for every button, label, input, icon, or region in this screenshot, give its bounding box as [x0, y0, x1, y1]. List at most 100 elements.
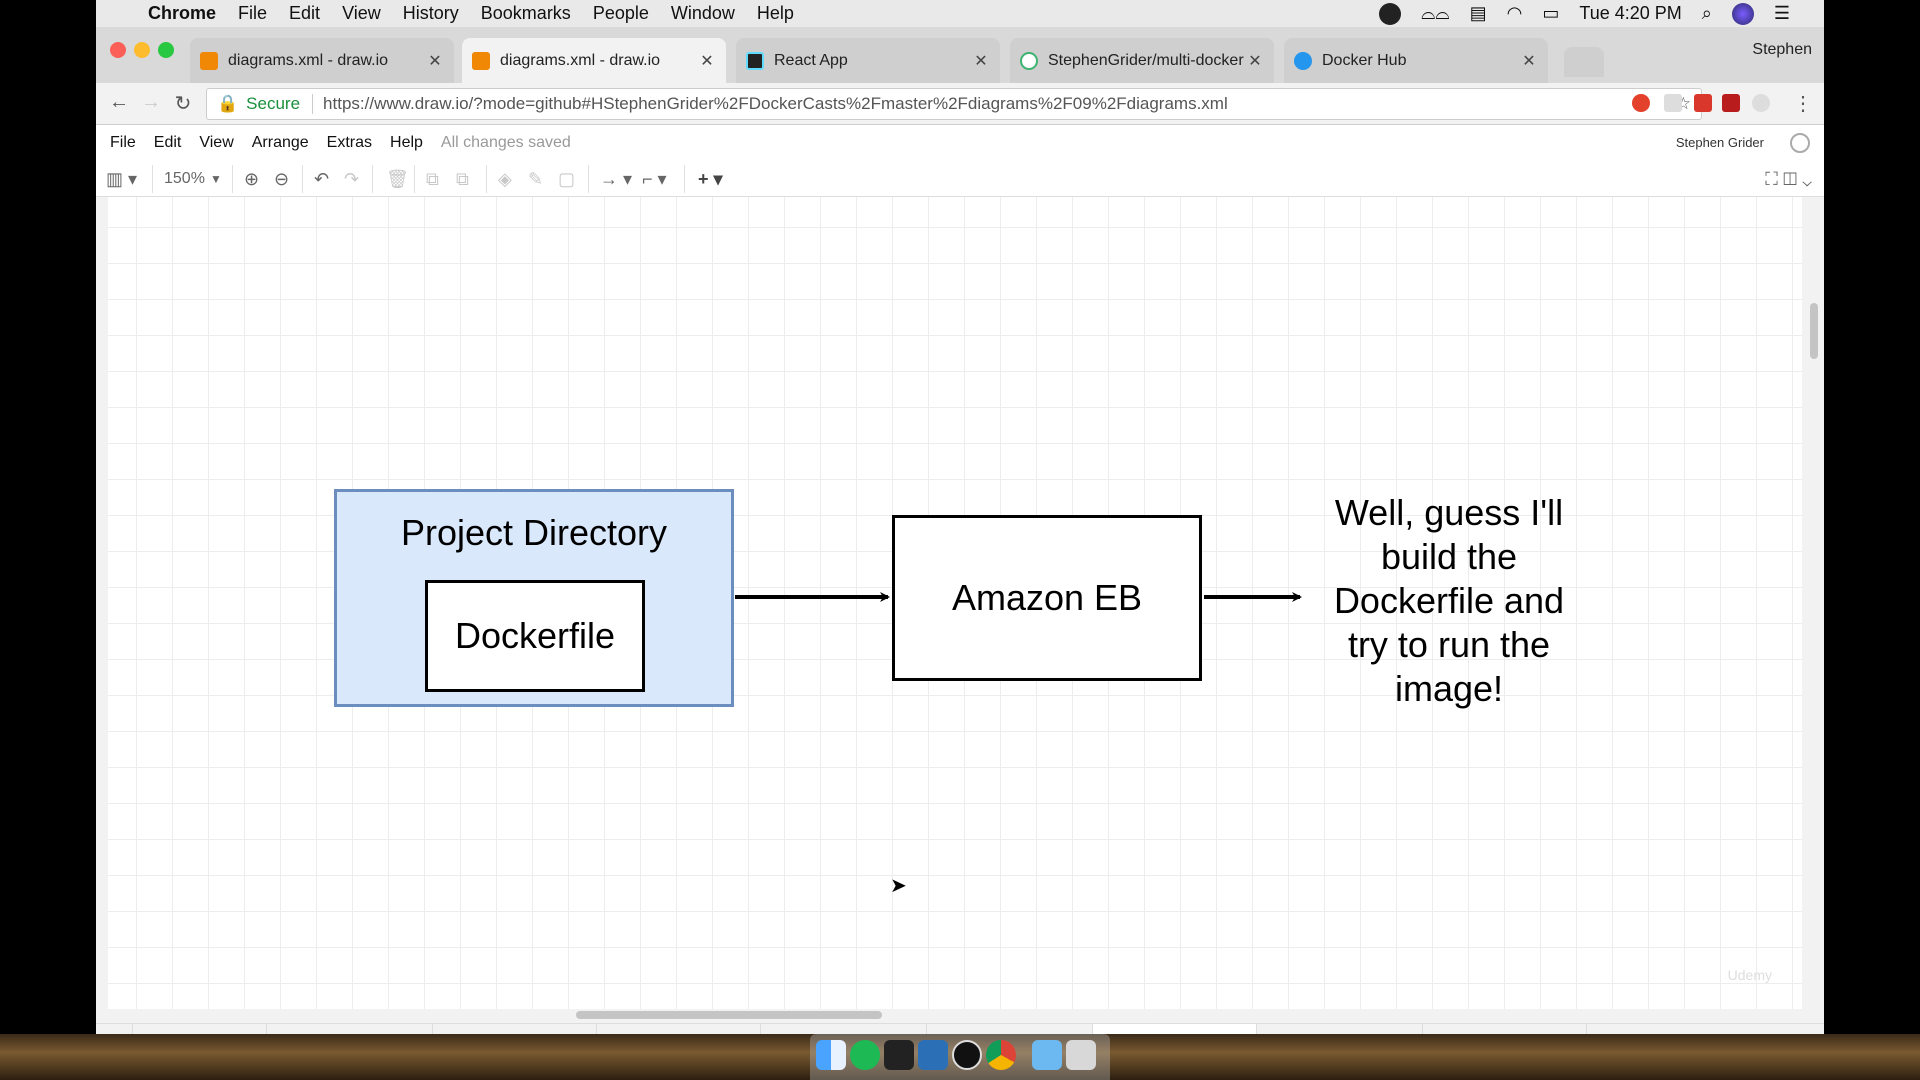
- undo-icon[interactable]: ↶: [314, 169, 330, 189]
- secure-label: Secure: [246, 94, 301, 113]
- close-tab-icon[interactable]: ✕: [1248, 52, 1262, 70]
- vscode-icon[interactable]: [918, 1040, 948, 1070]
- terminal-icon[interactable]: [884, 1040, 914, 1070]
- drawio-menu-view[interactable]: View: [199, 134, 234, 151]
- note-text[interactable]: Well, guess I'll build the Dockerfile an…: [1333, 492, 1565, 709]
- fill-color-icon[interactable]: ◈: [498, 169, 512, 189]
- menu-help[interactable]: Help: [756, 3, 794, 23]
- browser-tab[interactable]: Docker Hub ✕: [1284, 38, 1548, 83]
- battery-icon[interactable]: ▭: [1542, 3, 1560, 23]
- drawio-menu-extras[interactable]: Extras: [326, 134, 373, 151]
- glasses-icon[interactable]: ⌓⌓: [1421, 3, 1450, 23]
- to-front-icon[interactable]: ⧉: [426, 169, 439, 189]
- chrome-dock-icon[interactable]: [986, 1040, 1016, 1070]
- trash-icon[interactable]: [1066, 1040, 1096, 1070]
- close-tab-icon[interactable]: ✕: [1522, 52, 1536, 70]
- close-tab-icon[interactable]: ✕: [428, 52, 442, 70]
- menu-edit[interactable]: Edit: [289, 3, 321, 23]
- drawio-toolbar: ▥ ▾ 150% ▼ ⊕ ⊖ ↶ ↷ 🗑 ⧉ ⧉ ◈ ✎ ▢ → ▾ ⌐ ▾ +…: [96, 161, 1824, 197]
- insert-plus-icon[interactable]: + ▾: [698, 169, 723, 189]
- format-panel-toggle-icon[interactable]: ▥ ▾: [106, 169, 138, 189]
- horizontal-scrollbar[interactable]: [108, 1011, 1802, 1021]
- scrollbar-thumb[interactable]: [1810, 303, 1818, 359]
- sync-extension-icon[interactable]: [1752, 94, 1770, 112]
- reload-icon[interactable]: ↻: [174, 93, 192, 115]
- menu-history[interactable]: History: [402, 3, 459, 23]
- browser-tab[interactable]: React App ✕: [736, 38, 1000, 83]
- status-app-icon[interactable]: [1379, 2, 1402, 25]
- line-color-icon[interactable]: ✎: [528, 169, 544, 189]
- menu-app-name[interactable]: Chrome: [148, 3, 217, 23]
- waypoints-icon[interactable]: ⌐ ▾: [642, 169, 667, 189]
- project-directory-container[interactable]: Project Directory Dockerfile: [334, 489, 734, 707]
- chrome-menu-icon[interactable]: ⋮: [1793, 93, 1813, 115]
- drawio-icon: [200, 51, 218, 70]
- url-input[interactable]: 🔒 Secure https://www.draw.io/?mode=githu…: [206, 88, 1702, 120]
- divider: [684, 165, 685, 193]
- macos-menubar: Chrome File Edit View History Bookmarks …: [96, 0, 1824, 27]
- forward-arrow-icon[interactable]: →: [141, 91, 161, 113]
- menu-window[interactable]: Window: [670, 3, 735, 23]
- dockerfile-box[interactable]: Dockerfile: [425, 580, 645, 692]
- github-icon: [1020, 51, 1038, 70]
- finder-icon[interactable]: [816, 1040, 846, 1070]
- chrome-window: diagrams.xml - draw.io ✕ diagrams.xml - …: [96, 27, 1824, 1060]
- spotlight-search-icon[interactable]: ⌕: [1701, 3, 1712, 23]
- zoom-select[interactable]: 150%: [164, 170, 205, 187]
- notification-center-icon[interactable]: ☰: [1773, 3, 1790, 23]
- browser-tab-active[interactable]: diagrams.xml - draw.io ✕: [462, 38, 726, 83]
- close-tab-icon[interactable]: ✕: [700, 52, 714, 70]
- drawio-menu-edit[interactable]: Edit: [153, 134, 182, 151]
- spotify-icon[interactable]: [850, 1040, 880, 1070]
- back-arrow-icon[interactable]: ←: [109, 91, 129, 113]
- drawio-user-menu[interactable]: Stephen Grider: [1675, 135, 1764, 150]
- chevron-down-icon[interactable]: ▼: [210, 172, 222, 186]
- close-tab-icon[interactable]: ✕: [974, 52, 988, 70]
- connection-arrow-icon[interactable]: → ▾: [600, 169, 633, 189]
- scrollbar-thumb[interactable]: [576, 1011, 882, 1019]
- dockerfile-label: Dockerfile: [454, 615, 616, 656]
- browser-tab[interactable]: StephenGrider/multi-docker - ✕: [1010, 38, 1274, 83]
- drawio-menu-arrange[interactable]: Arrange: [251, 134, 309, 151]
- siri-icon[interactable]: [1731, 2, 1754, 25]
- delete-icon[interactable]: 🗑: [386, 169, 409, 189]
- wifi-icon[interactable]: ◠: [1506, 3, 1523, 23]
- obs-icon[interactable]: [952, 1040, 982, 1070]
- docker-status-icon[interactable]: ▤: [1469, 3, 1487, 23]
- shield-extension-icon[interactable]: [1722, 94, 1740, 112]
- shadow-icon[interactable]: ▢: [558, 169, 576, 189]
- css-extension-icon[interactable]: [1664, 94, 1682, 112]
- amazon-eb-box[interactable]: Amazon EB: [892, 515, 1202, 681]
- fullscreen-collapse-icons[interactable]: ⛶ ◫ ⌄: [1765, 169, 1812, 189]
- diagram-canvas[interactable]: Project Directory Dockerfile Amazon EB W…: [108, 197, 1802, 1009]
- downloads-folder-icon[interactable]: [1032, 1040, 1062, 1070]
- divider: [152, 165, 153, 193]
- diagram-connectors: [735, 592, 1302, 602]
- menu-view[interactable]: View: [342, 3, 381, 23]
- zoom-out-icon[interactable]: ⊖: [274, 169, 290, 189]
- profile-name[interactable]: Stephen: [1752, 41, 1812, 58]
- drawio-menu-help[interactable]: Help: [390, 134, 423, 151]
- tab-strip: diagrams.xml - draw.io ✕ diagrams.xml - …: [96, 27, 1824, 83]
- docker-icon: [1294, 51, 1312, 70]
- menu-bookmarks[interactable]: Bookmarks: [480, 3, 571, 23]
- divider: [486, 165, 487, 193]
- close-window-button[interactable]: [110, 42, 126, 58]
- menu-people[interactable]: People: [592, 3, 649, 23]
- drawio-menu-file[interactable]: File: [110, 134, 136, 151]
- menu-file[interactable]: File: [238, 3, 268, 23]
- extension-icon[interactable]: [1694, 94, 1712, 112]
- new-tab-button[interactable]: [1564, 47, 1604, 77]
- tab-title: StephenGrider/multi-docker -: [1048, 51, 1244, 69]
- opera-extension-icon[interactable]: [1632, 94, 1650, 112]
- vertical-scrollbar[interactable]: [1810, 207, 1818, 987]
- lock-icon: 🔒: [217, 94, 239, 113]
- language-globe-icon[interactable]: [1790, 133, 1810, 153]
- browser-tab[interactable]: diagrams.xml - draw.io ✕: [190, 38, 454, 83]
- clock[interactable]: Tue 4:20 PM: [1579, 3, 1682, 23]
- zoom-window-button[interactable]: [158, 42, 174, 58]
- to-back-icon[interactable]: ⧉: [456, 169, 469, 189]
- redo-icon[interactable]: ↷: [344, 169, 360, 189]
- minimize-window-button[interactable]: [134, 42, 150, 58]
- zoom-in-icon[interactable]: ⊕: [244, 169, 260, 189]
